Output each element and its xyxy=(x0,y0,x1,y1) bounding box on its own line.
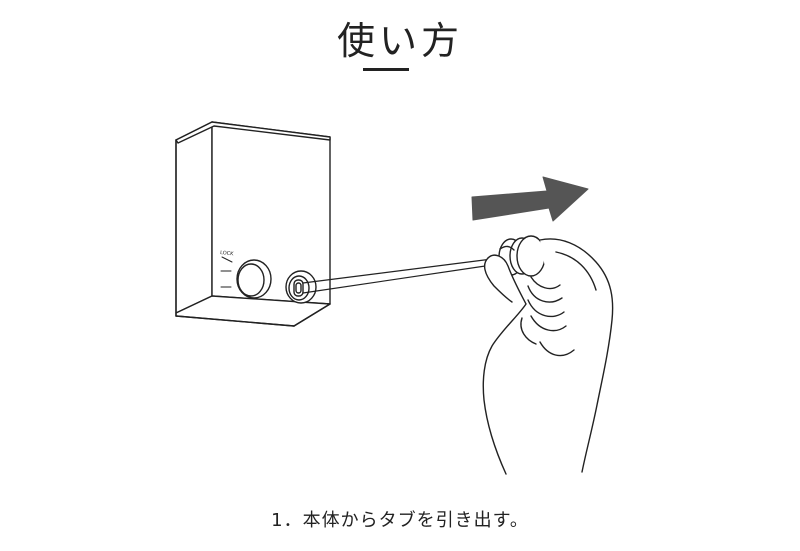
step-caption: 1．本体からタブを引き出す。 xyxy=(271,510,529,531)
reel-device xyxy=(175,121,331,327)
lock-label: LOCK xyxy=(220,250,235,257)
hand-illustration xyxy=(482,238,614,475)
lock-knob-icon xyxy=(236,259,272,299)
pull-tab-icon xyxy=(498,235,546,277)
cord xyxy=(302,258,493,294)
tab-socket-icon xyxy=(285,270,317,304)
page-title: 使い方 xyxy=(336,19,463,63)
title-underline xyxy=(363,68,409,71)
pull-direction-arrow-icon xyxy=(471,176,589,222)
